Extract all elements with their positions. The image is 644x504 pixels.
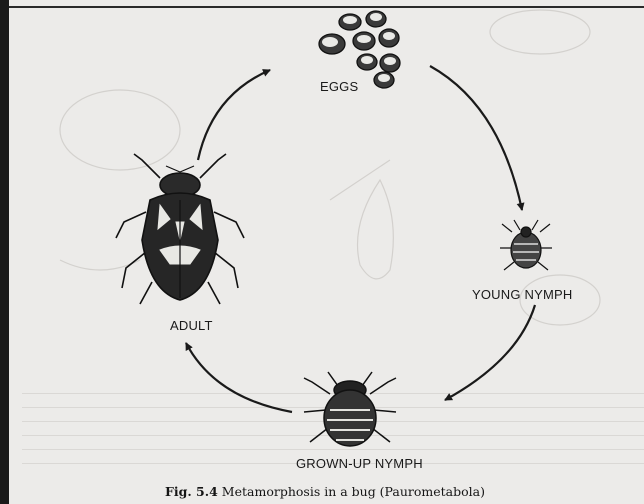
grown-up-nymph-bug: [304, 372, 396, 446]
figure-caption: Fig. 5.4 Metamorphosis in a bug (Paurome…: [20, 484, 630, 499]
young-nymph-bug: [500, 220, 552, 270]
grown-up-nymph-label: GROWN-UP NYMPH: [296, 456, 423, 471]
arrow-grown-nymph-to-adult: [186, 343, 292, 412]
eggs-cluster: [319, 11, 400, 88]
eggs-label: EGGS: [320, 79, 358, 94]
adult-bug: [116, 154, 244, 304]
young-nymph-label: YOUNG NYMPH: [472, 287, 572, 302]
arrow-adult-to-eggs: [198, 70, 270, 160]
figure-number: Fig. 5.4: [165, 484, 218, 499]
adult-label: ADULT: [170, 318, 213, 333]
arrow-eggs-to-young-nymph: [430, 66, 522, 210]
arrow-young-nymph-to-grown-nymph: [445, 305, 535, 400]
figure-caption-text: Metamorphosis in a bug (Paurometabola): [222, 484, 485, 499]
